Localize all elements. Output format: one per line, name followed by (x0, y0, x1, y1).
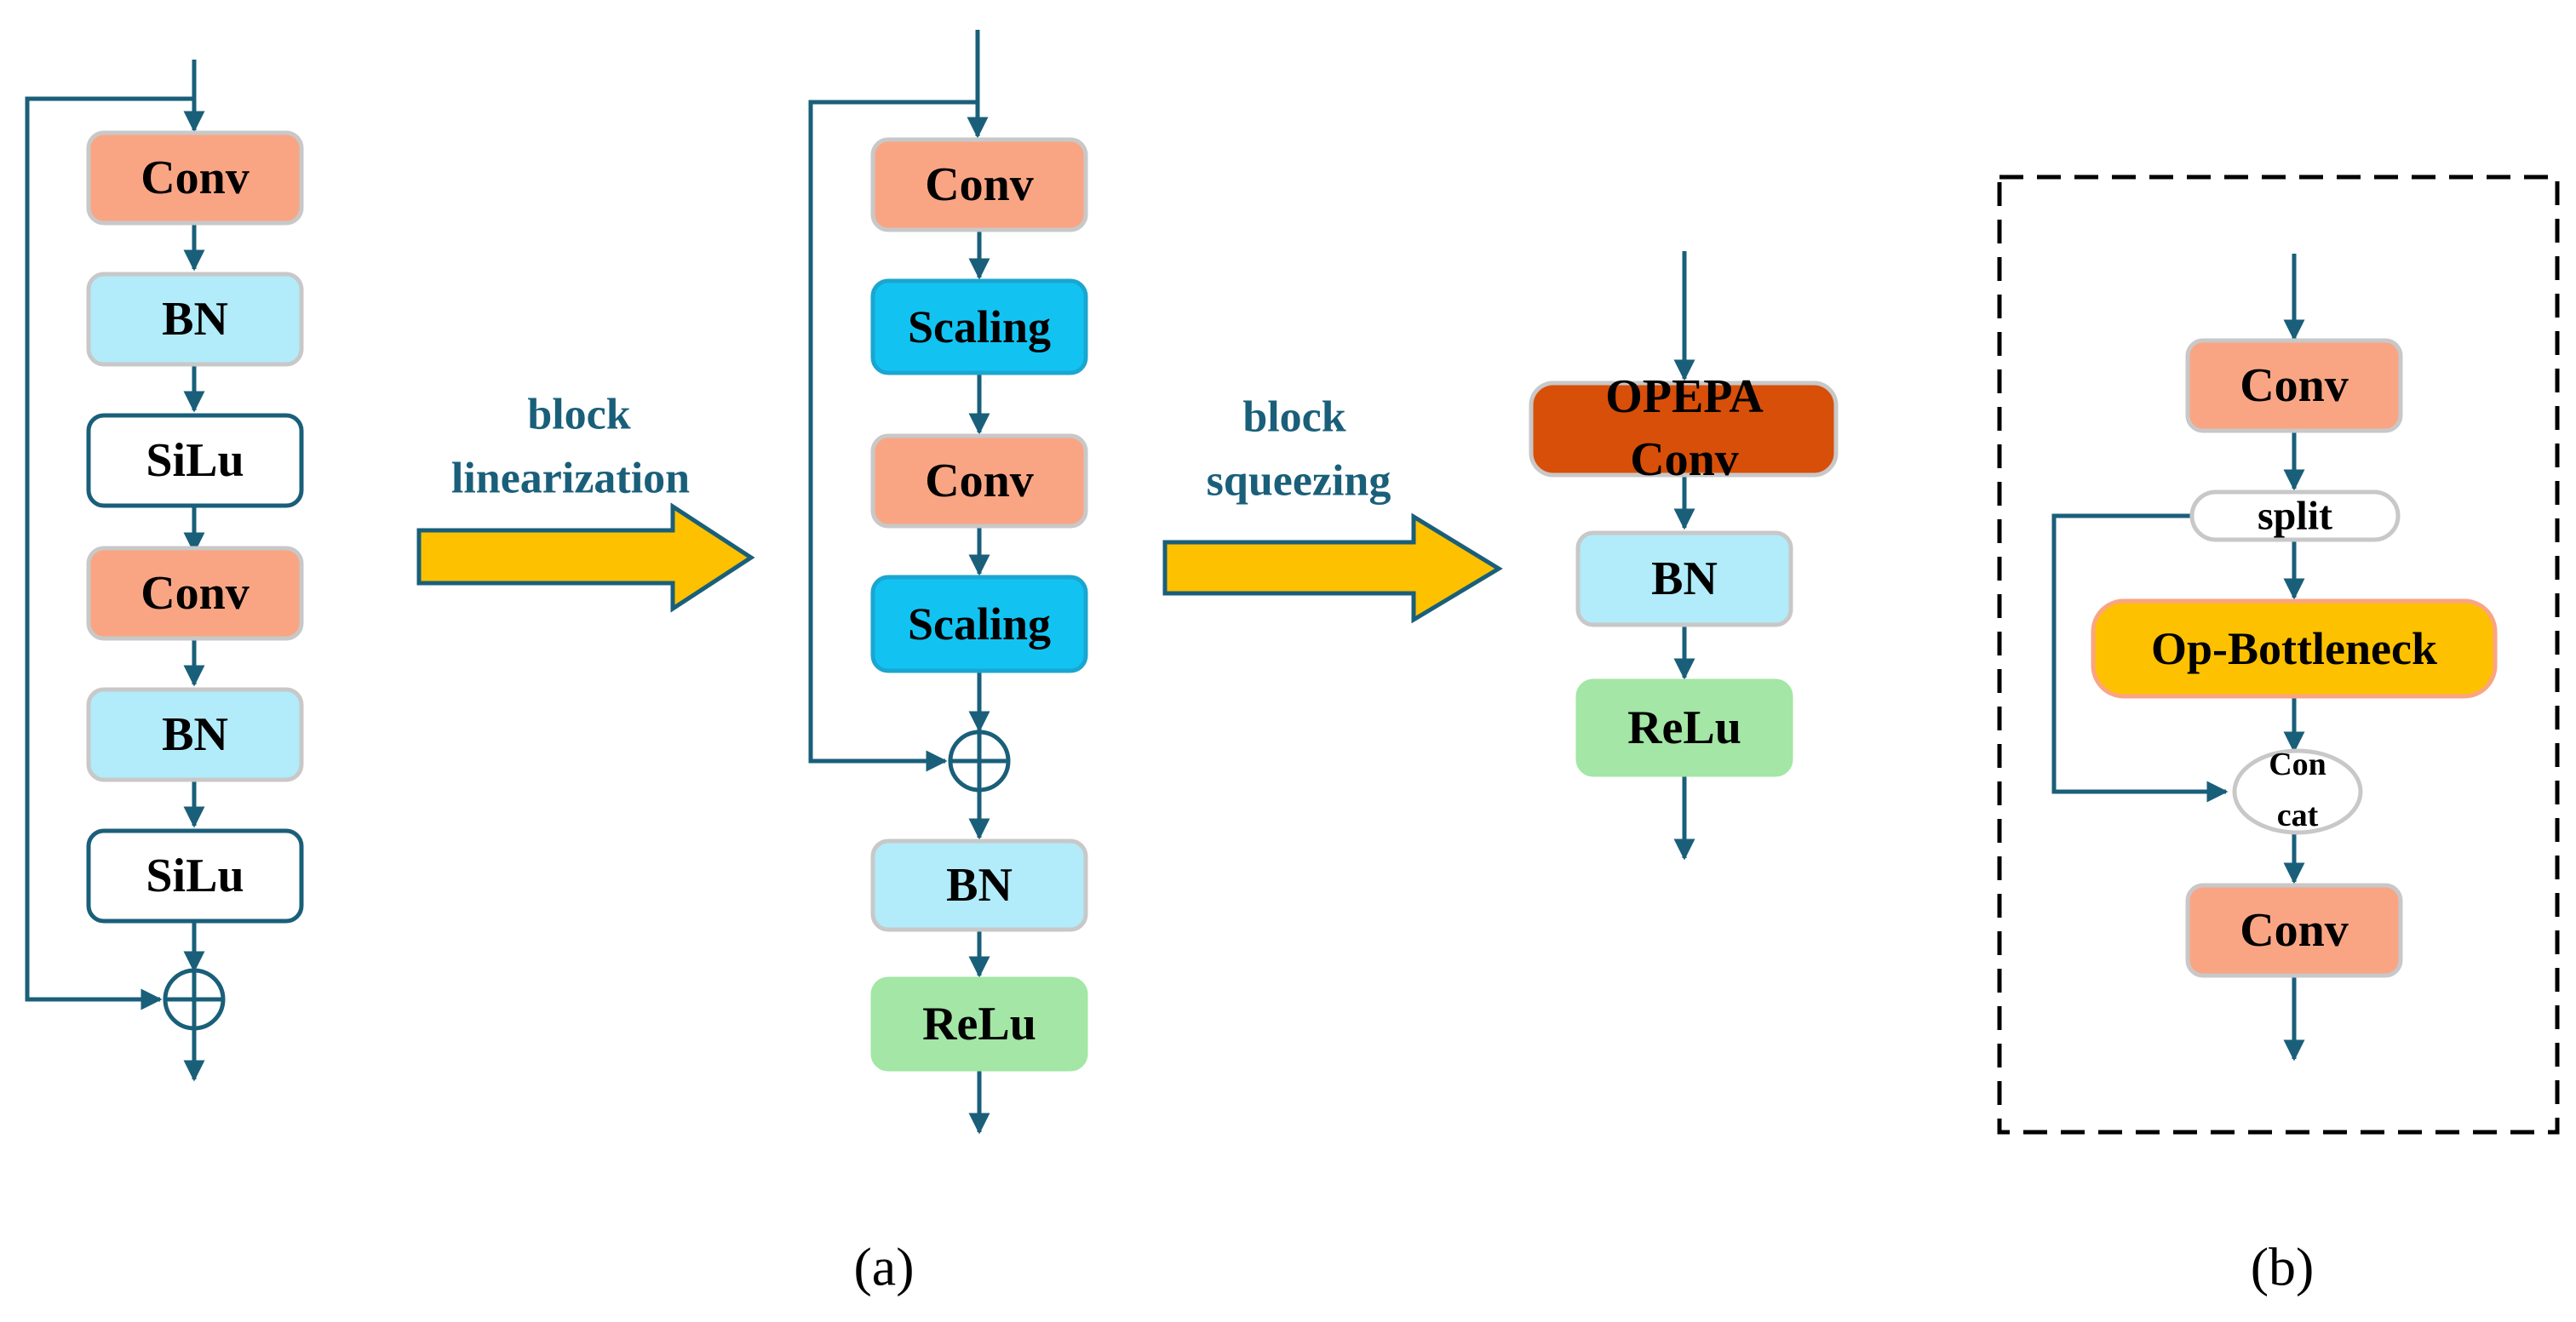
middle-relu-label: ReLu (922, 998, 1036, 1050)
left-bn1-label: BN (162, 293, 228, 346)
middle-scaling1-box: Scaling (870, 278, 1088, 375)
left-conv2-label: Conv (141, 567, 250, 620)
panel-b-bottleneck-label: Op-Bottleneck (2151, 623, 2437, 674)
left-conv2-box: Conv (86, 546, 304, 641)
right-block: OPEPA Conv BN ReLu (1529, 251, 1839, 861)
block-linearization-arrow: block linearization (416, 391, 755, 613)
right-opepa-conv-box: OPEPA Conv (1529, 370, 1839, 486)
right-bn-box: BN (1575, 530, 1793, 627)
arrow2-label-line2: squeezing (1207, 457, 1391, 506)
caption-a: (a) (853, 1237, 914, 1297)
left-add-node (163, 968, 226, 1031)
middle-relu-box: ReLu (870, 976, 1088, 1072)
left-silu1-box: SiLu (86, 413, 304, 508)
panel-b-split-label: split (2258, 494, 2332, 539)
left-conv1-box: Conv (86, 130, 304, 226)
panel-b-bottleneck-box: Op-Bottleneck (2091, 598, 2498, 699)
middle-scaling1-label: Scaling (908, 301, 1051, 352)
arrow1-shape (416, 502, 755, 613)
panel-b-concat-label-line2: cat (2277, 798, 2319, 833)
middle-skip-connection (808, 100, 978, 772)
panel-b-conv2-label: Conv (2240, 904, 2349, 957)
left-block: Conv BN SiLu Conv BN SiLu (25, 60, 304, 1082)
panel-b-conv1-label: Conv (2240, 359, 2349, 412)
middle-add-node (948, 730, 1011, 793)
middle-conv2-box: Conv (870, 433, 1088, 529)
right-opepa-label-line1: OPEPA (1605, 370, 1764, 423)
right-relu-label: ReLu (1627, 701, 1741, 754)
left-bn1-box: BN (86, 272, 304, 367)
middle-bn-label: BN (946, 859, 1013, 912)
panel-b-conv2-box: Conv (2185, 883, 2403, 978)
panel-b-split-box: split (2189, 489, 2401, 542)
middle-conv1-label: Conv (925, 158, 1034, 211)
left-skip-connection (25, 96, 194, 1010)
middle-conv1-box: Conv (870, 137, 1088, 232)
caption-b: (b) (2251, 1237, 2315, 1297)
panel-b: Conv split Op-Bottleneck Con cat Conv (1997, 175, 2560, 1135)
panel-b-split-bypass (2051, 513, 2229, 803)
middle-scaling2-box: Scaling (870, 575, 1088, 673)
arrow1-label-line2: linearization (451, 455, 690, 503)
middle-conv2-label: Conv (925, 455, 1034, 507)
block-squeezing-arrow: block squeezing (1162, 393, 1503, 624)
left-bn2-label: BN (162, 708, 228, 761)
arrow1-label-line1: block (527, 391, 630, 439)
panel-b-concat-label-line1: Con (2269, 747, 2326, 782)
panel-b-dashed-frame (1997, 175, 2560, 1135)
right-opepa-label-line2: Conv (1630, 433, 1739, 486)
left-silu1-label: SiLu (146, 434, 244, 487)
middle-block: Conv Scaling Conv Scaling BN ReLu (808, 30, 1088, 1135)
panel-b-concat-node: Con cat (2232, 747, 2363, 835)
middle-scaling2-label: Scaling (908, 598, 1051, 650)
middle-bn-box: BN (870, 838, 1088, 932)
left-silu2-box: SiLu (86, 828, 304, 924)
right-bn-label: BN (1651, 552, 1718, 605)
left-bn2-box: BN (86, 687, 304, 782)
arrow2-shape (1162, 512, 1503, 624)
left-conv1-label: Conv (141, 152, 250, 204)
arrow2-label-line1: block (1242, 393, 1345, 442)
right-relu-box: ReLu (1575, 678, 1793, 777)
panel-b-conv1-box: Conv (2185, 338, 2403, 433)
left-silu2-label: SiLu (146, 850, 244, 902)
